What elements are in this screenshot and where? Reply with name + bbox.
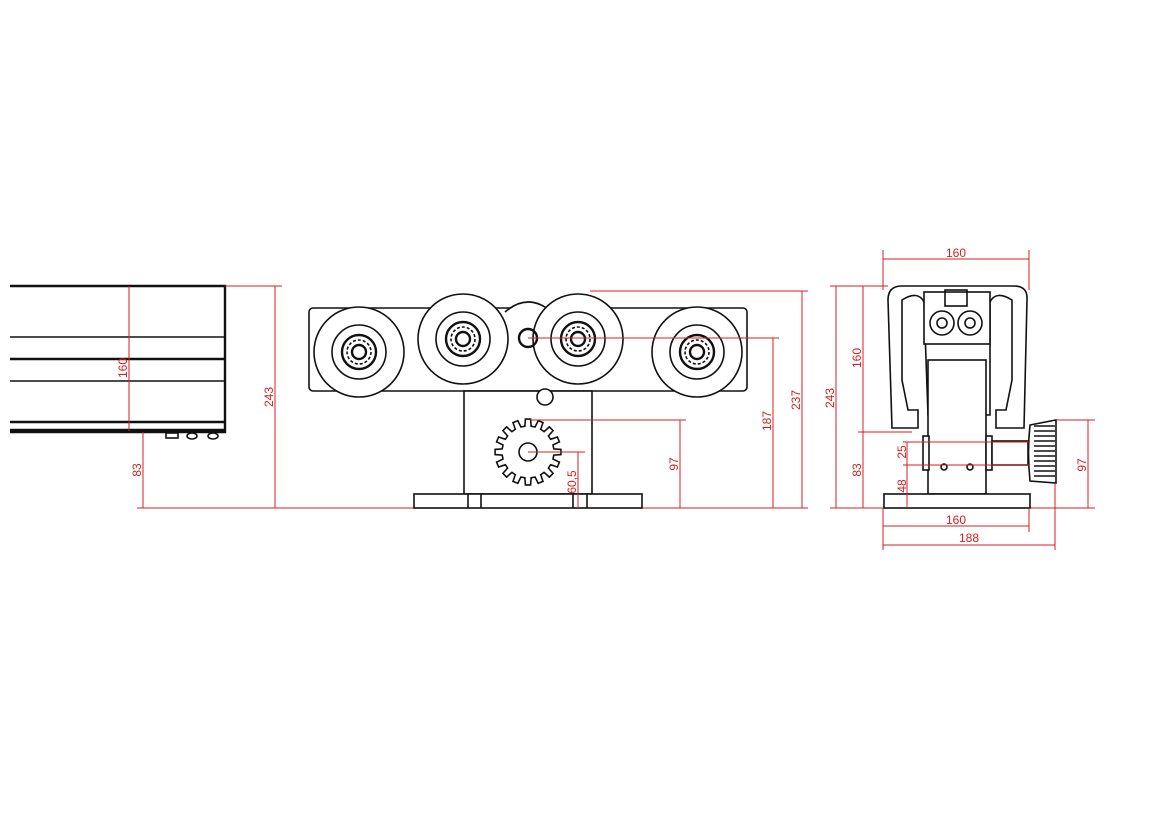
- dim-total-height: 237: [789, 390, 803, 410]
- dim-overall-width: 188: [959, 531, 979, 545]
- rail-side-view: [10, 284, 227, 440]
- dim-rail-height: 160: [850, 348, 864, 368]
- guide-roller: [929, 310, 955, 336]
- dim-pinion-top: 97: [667, 457, 681, 471]
- dim-total-height: 243: [262, 387, 276, 407]
- left-view-dimensions: 160 83 243: [116, 285, 282, 508]
- dim-bottom-clearance: 83: [130, 463, 144, 477]
- dim-knob-height: 97: [1075, 458, 1089, 472]
- dim-pinion-axis: 60,5: [565, 470, 579, 494]
- roller-wheel: [651, 306, 743, 398]
- bolt-icon: [186, 432, 198, 440]
- front-view-dimensions: 97 60,5 187 237: [528, 290, 808, 508]
- roller-wheel: [313, 306, 405, 398]
- dim-bottom-clearance: 83: [850, 463, 864, 477]
- bolt-icon: [165, 432, 179, 439]
- base-plate: [413, 493, 643, 509]
- bolt-icon: [207, 432, 219, 440]
- dim-rail-height: 160: [116, 358, 130, 378]
- dim-top-width: 160: [946, 246, 966, 260]
- roller-wheel: [532, 293, 624, 385]
- guide-roller: [957, 310, 983, 336]
- dim-axle-height: 48: [895, 479, 909, 493]
- side-view-dimensions: 160 243 160 83 25 48 97 160 188: [823, 246, 1095, 550]
- base-plate-side: [883, 493, 1031, 509]
- roller-wheel: [417, 293, 509, 385]
- dim-roller-axis: 187: [760, 411, 774, 431]
- pinion-axle: [991, 440, 1029, 466]
- trolley-side-view: [883, 285, 1057, 509]
- dim-total-height: 243: [823, 388, 837, 408]
- dim-base-width: 160: [946, 513, 966, 527]
- dim-axle-band: 25: [895, 445, 909, 459]
- trolley-front-view: [308, 293, 748, 509]
